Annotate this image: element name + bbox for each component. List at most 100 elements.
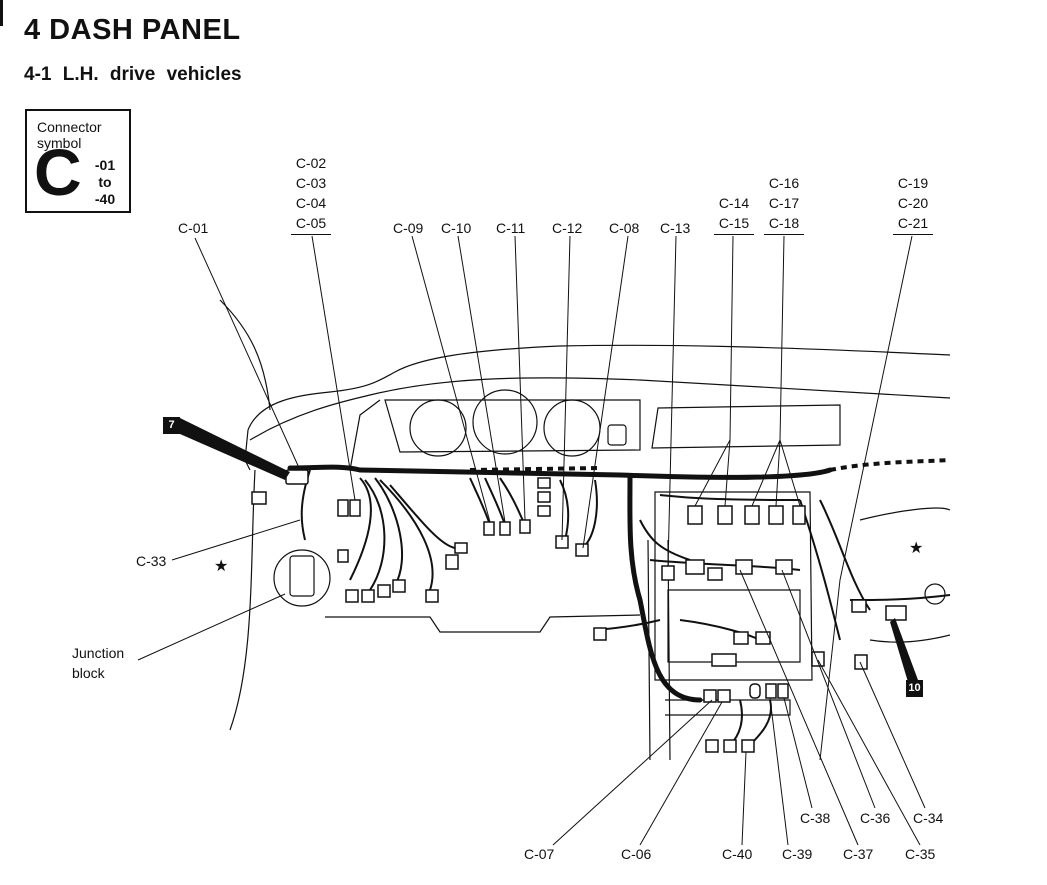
leader-c06 (639, 701, 723, 846)
connector-block (749, 683, 761, 699)
connector-block (537, 491, 551, 503)
star-icon: ★ (214, 558, 229, 575)
label-c06: C-06 (621, 846, 652, 862)
connector-block (537, 505, 551, 517)
connector-block (349, 499, 361, 517)
label-group-c02-c05: C-02 C-03 C-04 C-05 (291, 153, 331, 235)
marker-7-wedge (180, 418, 290, 480)
connector-block (537, 477, 551, 489)
connector-block (885, 605, 907, 621)
connector-block (792, 505, 806, 525)
connector-block (707, 567, 723, 581)
label-c37: C-37 (843, 846, 874, 862)
label-c01: C-01 (178, 220, 209, 236)
gauge-center (472, 389, 538, 455)
leader-c12 (561, 235, 571, 541)
leader-c35 (817, 659, 921, 846)
connector-block (392, 579, 406, 593)
label-c18: C-18 (764, 213, 804, 235)
right-panel-lower (869, 634, 951, 643)
star-icon: ★ (909, 540, 924, 557)
leader-c05 (311, 235, 356, 501)
label-c09: C-09 (393, 220, 424, 236)
label-c20: C-20 (897, 195, 929, 211)
center-console-inner (667, 589, 801, 663)
label-c12: C-12 (552, 220, 583, 236)
page-title: 4 DASH PANEL (24, 14, 241, 46)
label-c14: C-14 (718, 195, 750, 211)
main-harness (287, 464, 833, 480)
dash-bottom (325, 614, 641, 633)
connector-block (575, 543, 589, 557)
connector-block (717, 689, 731, 703)
connector-symbol-box: Connector symbol C -01 to -40 (25, 109, 131, 213)
gauge-right (543, 399, 601, 457)
connector-block (711, 653, 737, 667)
marker-10-wedge (890, 618, 918, 682)
dash-left-curve (219, 299, 271, 411)
leader-c13 (667, 235, 677, 567)
connector-block (854, 654, 868, 670)
connector-block (499, 521, 511, 536)
connector-symbol-letter: C (34, 135, 82, 209)
label-c02: C-02 (295, 155, 327, 171)
ground-point (924, 583, 946, 605)
page-edge-mark (0, 0, 3, 26)
connector-block (685, 559, 705, 575)
connector-symbol-label: Connector symbol (37, 119, 102, 151)
label-c38: C-38 (800, 810, 831, 826)
leader-c37 (739, 569, 859, 846)
label-group-c16-c18: C-16 C-17 C-18 (764, 173, 804, 235)
connector-block (733, 631, 749, 645)
harness-dashed-center (469, 466, 601, 472)
leader-c10 (457, 235, 506, 523)
dash-outline-top (247, 344, 951, 431)
connector-block (768, 505, 784, 525)
range-mid: to (98, 174, 112, 190)
connector-block (445, 554, 459, 570)
connector-block (735, 559, 753, 575)
connector-block (811, 651, 825, 667)
connector-block (777, 683, 789, 699)
label-c03: C-03 (295, 175, 327, 191)
center-display (651, 404, 841, 449)
connector-block (741, 739, 755, 753)
label-c08: C-08 (609, 220, 640, 236)
marker-7: 7 (163, 417, 180, 434)
junction-block-label-line1: Junction (72, 645, 125, 661)
label-group-c14-c15: C-14 C-15 (714, 193, 754, 235)
label-c13: C-13 (660, 220, 691, 236)
label-c11: C-11 (496, 220, 526, 236)
label-c10: C-10 (441, 220, 472, 236)
connector-block (744, 505, 760, 525)
label-c40: C-40 (722, 846, 753, 862)
main-harness-drop (627, 475, 703, 703)
connector-symbol-range: -01 to -40 (88, 157, 122, 208)
leader-c40 (741, 751, 747, 846)
label-c07: C-07 (524, 846, 555, 862)
label-c19: C-19 (897, 175, 929, 191)
leader-c39 (769, 697, 789, 846)
right-panel (859, 507, 951, 521)
label-c21: C-21 (893, 213, 933, 235)
connector-block (661, 565, 675, 581)
marker-10: 10 (906, 680, 923, 697)
connector-block (717, 505, 733, 525)
label-c15: C-15 (714, 213, 754, 235)
label-c33: C-33 (136, 553, 167, 569)
connector-block (337, 499, 349, 517)
leader-c34 (859, 661, 926, 809)
junction-block-label-line2: block (72, 665, 105, 681)
leader-c33 (171, 519, 301, 561)
connector-block (703, 689, 717, 703)
connector-block (345, 589, 359, 603)
range-end: -40 (94, 191, 116, 207)
connector-block (425, 589, 439, 603)
label-group-c19-c21: C-19 C-20 C-21 (893, 173, 933, 235)
leader-c09 (411, 235, 491, 523)
dash-left-lower (229, 469, 256, 731)
range-start: -01 (94, 157, 116, 173)
leader-c38 (783, 697, 813, 809)
gauge-left (409, 399, 467, 457)
